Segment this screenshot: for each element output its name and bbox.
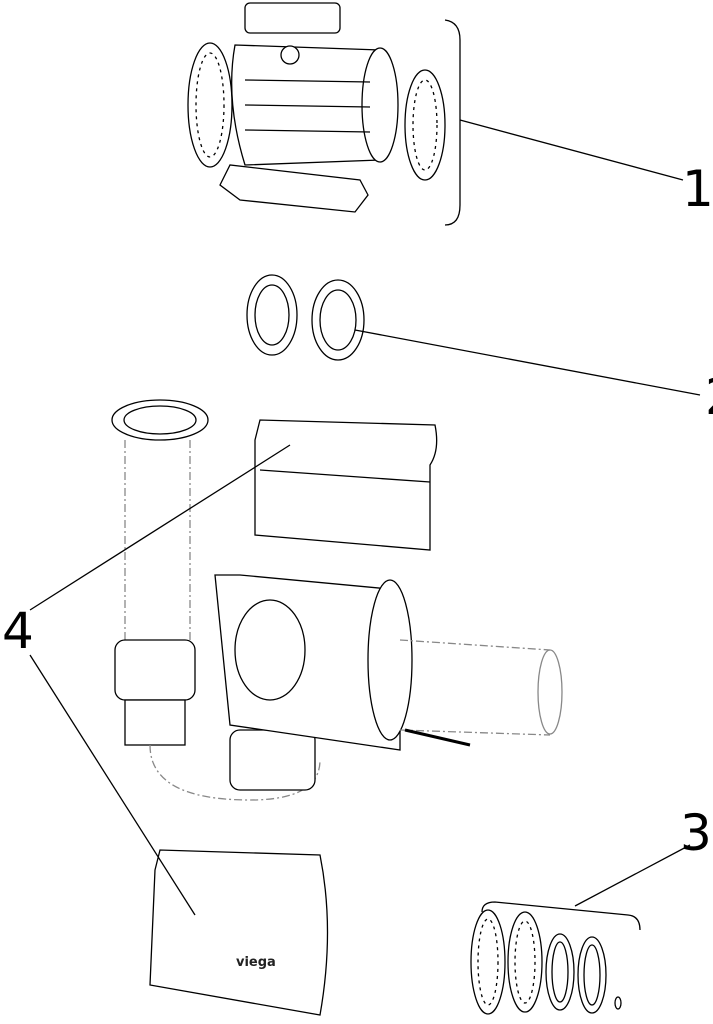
leader-line-4b — [29, 654, 196, 916]
phantom-outlet-pipe — [399, 639, 551, 736]
callout-2: 2 — [705, 372, 713, 422]
front-cover — [149, 849, 329, 1016]
leader-line-4a — [29, 444, 291, 611]
part-group-2 — [246, 274, 701, 396]
inner-cover — [254, 419, 438, 551]
leader-line-2 — [354, 329, 701, 396]
phantom-pipe — [124, 440, 191, 640]
seal-ring-3b — [507, 911, 543, 1013]
part-group-1 — [187, 2, 684, 226]
callout-1: 1 — [682, 160, 713, 218]
brand-logo: viega — [236, 955, 276, 970]
seal-ring-3a — [470, 909, 506, 1015]
callout-3: 3 — [680, 804, 712, 862]
callout-4: 4 — [2, 602, 34, 660]
adapter-3a — [545, 933, 575, 1011]
bracket-3 — [481, 901, 641, 931]
part-group-3 — [470, 844, 691, 1015]
leader-line-3 — [574, 844, 691, 907]
adapter-3b — [577, 936, 607, 1014]
pipe-nut-lower — [114, 639, 196, 701]
siphon-assembly — [111, 399, 563, 801]
handle-bracket — [219, 164, 369, 213]
leader-line-1 — [459, 119, 684, 181]
bracket-1 — [444, 19, 461, 226]
small-o-ring — [614, 996, 622, 1010]
mounting-plate — [244, 2, 341, 34]
screw — [404, 728, 471, 747]
